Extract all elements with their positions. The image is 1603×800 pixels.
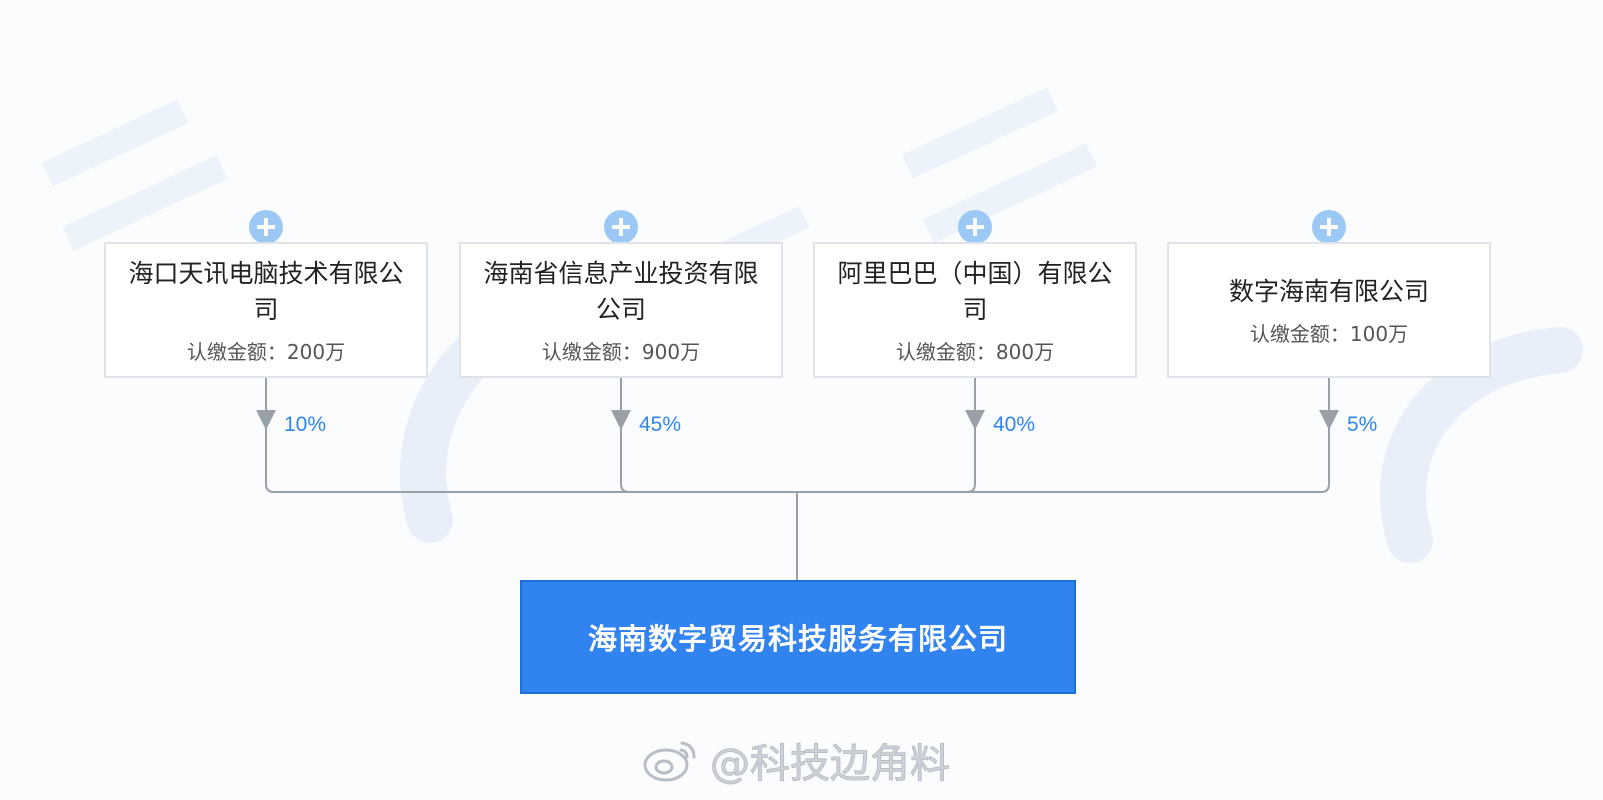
share-percent: 5%: [1347, 413, 1378, 436]
share-percent: 10%: [284, 413, 327, 436]
plus-icon: [612, 218, 630, 236]
shareholder-name: 海南省信息产业投资有限公司: [483, 258, 759, 324]
shareholder-card[interactable]: 数字海南有限公司 认缴金额：100万: [1167, 242, 1491, 378]
expand-shareholder-button[interactable]: [1312, 210, 1346, 244]
arrow-down-icon: [611, 410, 631, 430]
target-company-name: 海南数字贸易科技服务有限公司: [587, 622, 1008, 656]
target-company-box[interactable]: 海南数字贸易科技服务有限公司: [520, 580, 1076, 694]
subscribed-amount: 认缴金额：200万: [186, 339, 346, 364]
shareholder-card[interactable]: 海南省信息产业投资有限公司 认缴金额：900万: [459, 242, 783, 378]
shareholder-name: 海口天讯电脑技术有限公司: [128, 258, 404, 324]
shareholder-card[interactable]: 阿里巴巴（中国）有限公司 认缴金额：800万: [813, 242, 1137, 378]
subscribed-amount: 认缴金额：900万: [541, 339, 701, 364]
source-credit: @科技边角料: [642, 732, 951, 788]
plus-icon: [1320, 218, 1338, 236]
arrow-down-icon: [256, 410, 276, 430]
arrow-down-icon: [1319, 410, 1339, 430]
share-percent: 40%: [993, 413, 1036, 436]
plus-icon: [257, 218, 275, 236]
expand-shareholder-button[interactable]: [958, 210, 992, 244]
arrow-down-icon: [965, 410, 985, 430]
shareholder-card[interactable]: 海口天讯电脑技术有限公司 认缴金额：200万: [104, 242, 428, 378]
credit-text: @科技边角料: [710, 741, 951, 788]
subscribed-amount: 认缴金额：800万: [895, 339, 1055, 364]
expand-shareholder-button[interactable]: [604, 210, 638, 244]
shareholder-name: 阿里巴巴（中国）有限公司: [837, 258, 1113, 324]
share-percent: 45%: [639, 413, 682, 436]
shareholder-name: 数字海南有限公司: [1228, 276, 1429, 306]
subscribed-amount: 认缴金额：100万: [1249, 321, 1409, 346]
weibo-icon: [643, 741, 696, 782]
plus-icon: [966, 218, 984, 236]
expand-shareholder-button[interactable]: [249, 210, 283, 244]
